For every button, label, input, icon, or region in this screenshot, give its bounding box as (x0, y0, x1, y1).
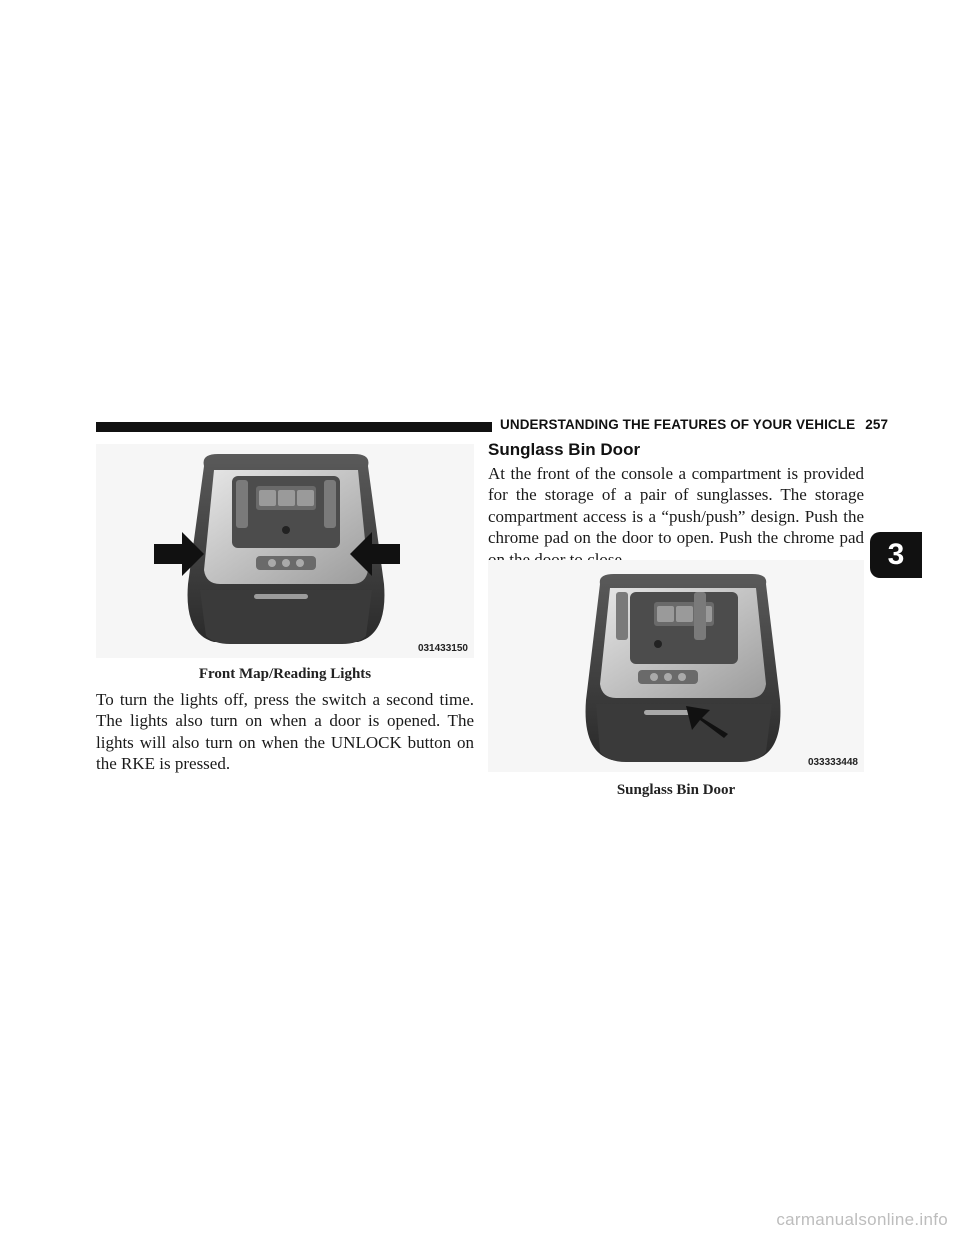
running-header: UNDERSTANDING THE FEATURES OF YOUR VEHIC… (500, 417, 888, 432)
section-heading: Sunglass Bin Door (488, 440, 641, 459)
header-rule (96, 422, 492, 432)
header-title: UNDERSTANDING THE FEATURES OF YOUR VEHIC… (500, 417, 856, 432)
overhead-console-illustration (154, 454, 400, 644)
watermark: carmanualsonline.info (776, 1210, 948, 1229)
figure-front-map-reading-lights: 031433150 (96, 444, 474, 658)
page-number: 257 (865, 417, 889, 432)
figure-code: 031433150 (417, 643, 468, 654)
figure-caption: Sunglass Bin Door (616, 782, 736, 798)
figure-caption: Front Map/Reading Lights (198, 666, 372, 682)
sunglass-bin-illustration (585, 574, 781, 762)
body-paragraph-sunglass-bin: At the front of the console a compartmen… (488, 464, 864, 569)
body-paragraph-lights: To turn the lights off, press the switch… (96, 690, 474, 774)
figure-sunglass-bin-door: 033333448 (488, 560, 864, 772)
figure-code: 033333448 (807, 757, 858, 768)
chapter-tab: 3 (870, 532, 922, 578)
